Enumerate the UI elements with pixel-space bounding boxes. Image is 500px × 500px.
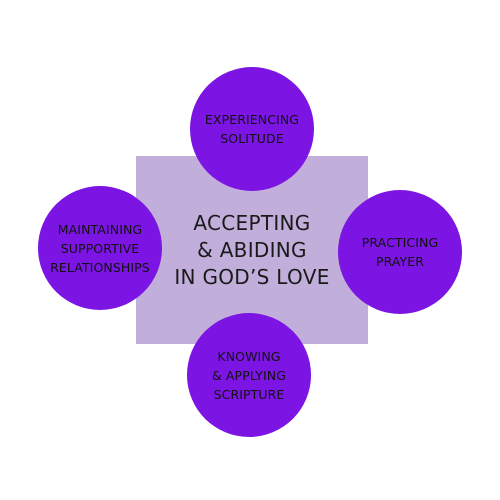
circle-label-line: KNOWING (217, 348, 281, 364)
center-label-line: ACCEPTING (193, 210, 311, 235)
circle-label-line: SCRIPTURE (213, 386, 285, 402)
circle-label-line: RELATIONSHIPS (50, 259, 150, 275)
circle-label-line: & APPLYING (211, 367, 286, 383)
circle-label-line: MAINTAINING (57, 221, 143, 237)
circle-label-line: SUPPORTIVE (60, 240, 140, 256)
circle-maintaining-relationships: MAINTAINING SUPPORTIVE RELATIONSHIPS (38, 186, 162, 310)
center-label: ACCEPTING & ABIDING IN GOD’S LOVE (136, 156, 368, 344)
circle-knowing-scripture: KNOWING & APPLYING SCRIPTURE (187, 313, 311, 437)
circle-experiencing-solitude: EXPERIENCING SOLITUDE (190, 67, 314, 191)
circle-label-line: SOLITUDE (220, 131, 284, 146)
center-label-line: IN GOD’S LOVE (174, 264, 330, 289)
circle-practicing-prayer: PRACTICING PRAYER (338, 190, 462, 314)
center-label-line: & ABIDING (197, 237, 307, 262)
circle-label-line: PRACTICING (361, 235, 439, 250)
circle-label-line: PRAYER (375, 254, 425, 269)
circle-label-line: EXPERIENCING (204, 112, 300, 127)
